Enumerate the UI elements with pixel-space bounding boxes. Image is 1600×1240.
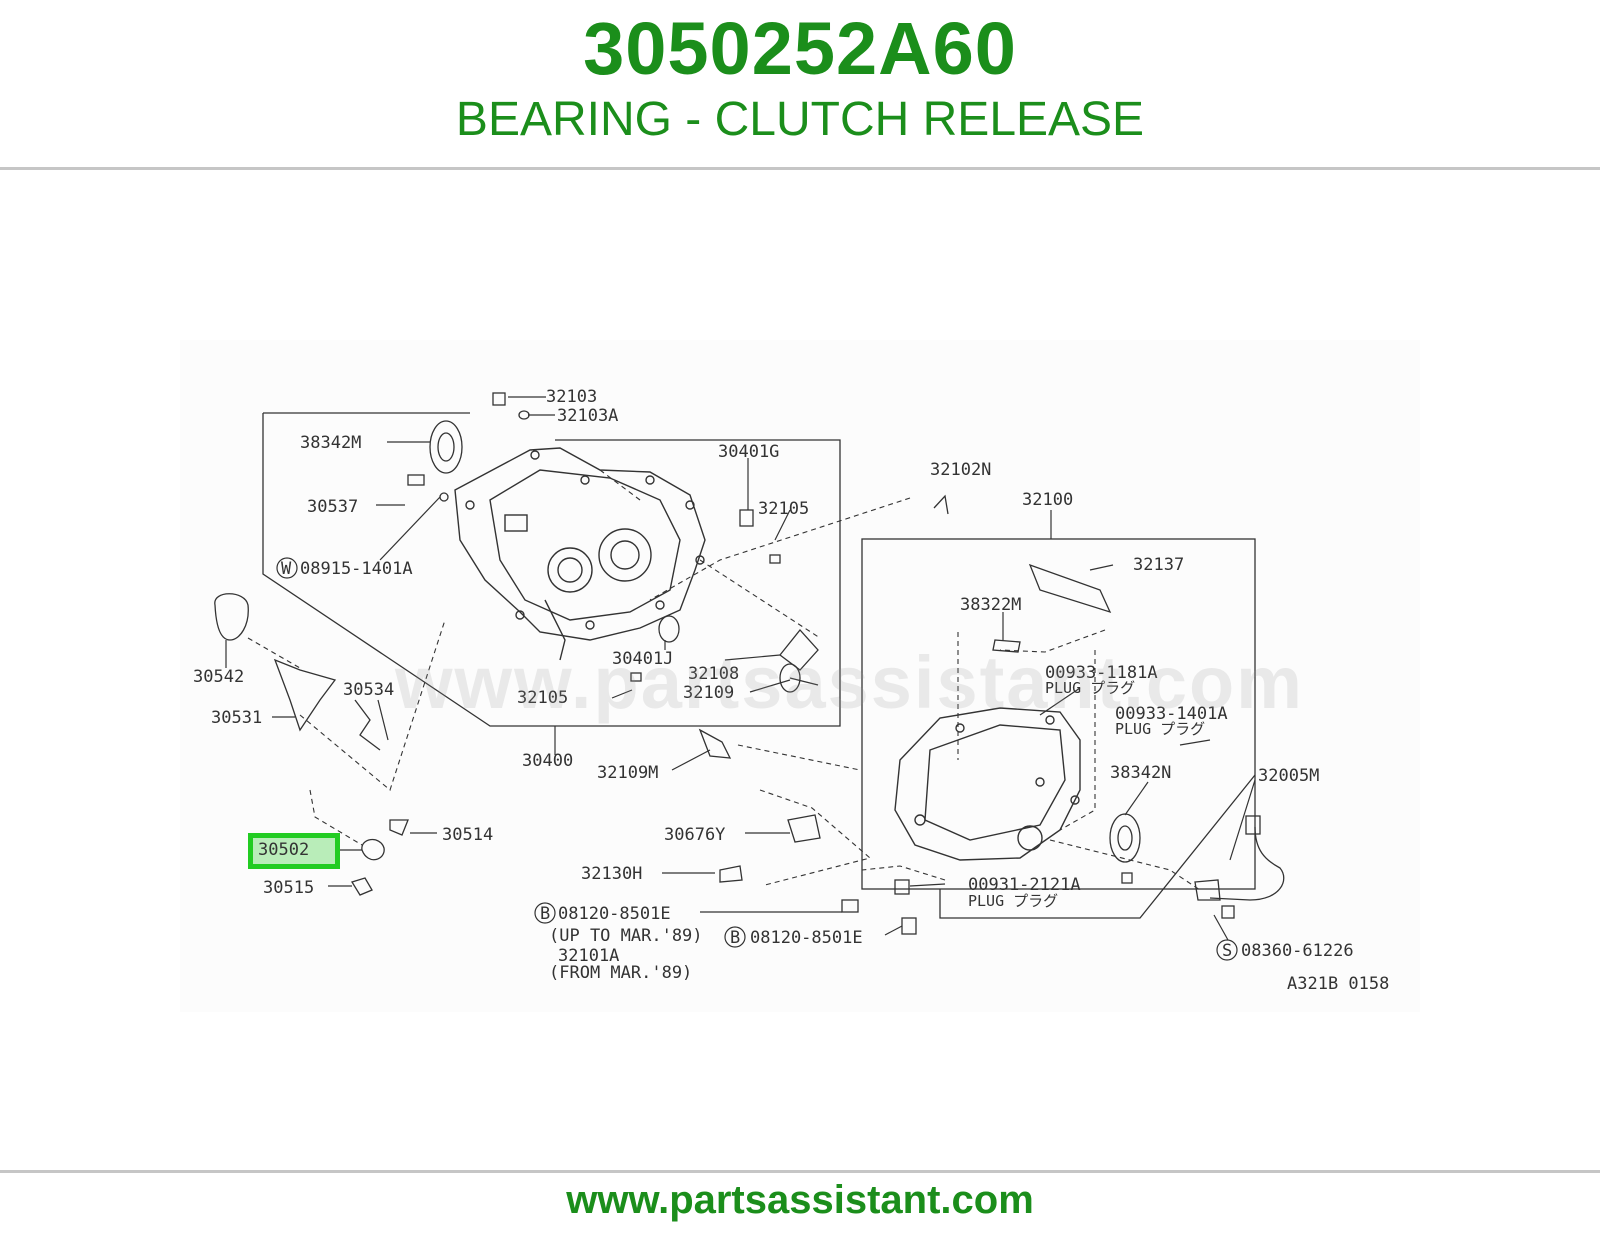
callout-30676y: 30676Y [664, 825, 725, 845]
callout-30531: 30531 [211, 708, 262, 728]
note-up-to-mar-89: (UP TO MAR.'89) [549, 926, 703, 946]
callout-00931-2121a: 00931-2121A [968, 875, 1081, 895]
callout-32103a: 32103A [557, 406, 618, 426]
watermark: www.partsassistant.com [395, 641, 1304, 724]
callout-30401g: 30401G [718, 442, 779, 462]
callout-30542: 30542 [193, 667, 244, 687]
callout-32109m: 32109M [597, 763, 658, 783]
washer-symbol-circle [276, 557, 298, 579]
plug-note-2: PLUG プラグ [1115, 720, 1205, 738]
callout-08120-8501e-b: 08120-8501E [750, 928, 863, 948]
frame-left-group [262, 413, 841, 727]
washer-symbol: W [281, 559, 292, 579]
callout-32109: 32109 [683, 683, 734, 703]
part-number: 3050252A60 [583, 7, 1017, 90]
part-name: BEARING - CLUTCH RELEASE [455, 93, 1145, 146]
frame-right-group [861, 538, 1256, 890]
callout-32105-lower: 32105 [517, 688, 568, 708]
assembly-dashed-lines [247, 469, 1201, 891]
callout-30537: 30537 [307, 497, 358, 517]
callout-08915-1401a: 08915-1401A [300, 559, 413, 579]
callout-38322m: 38322M [960, 595, 1021, 615]
rear-extension-housing [894, 707, 1081, 861]
footer-url[interactable]: www.partsassistant.com [566, 1178, 1034, 1222]
callout-32105-upper: 32105 [758, 499, 809, 519]
header: 3050252A60 BEARING - CLUTCH RELEASE [0, 0, 1600, 170]
callout-32108: 32108 [688, 664, 739, 684]
callout-30514: 30514 [442, 825, 493, 845]
callout-32130h: 32130H [581, 864, 642, 884]
bolt-symbol: B [540, 904, 550, 924]
bottom-divider [0, 1170, 1600, 1173]
bolt-symbol-circle [534, 902, 556, 924]
small-parts [214, 392, 1285, 935]
callout-30534: 30534 [343, 680, 394, 700]
bolt-symbol-circle [724, 926, 746, 948]
callout-38342n: 38342N [1110, 763, 1171, 783]
callout-32137: 32137 [1133, 555, 1184, 575]
callout-32101a: 32101A [558, 946, 619, 966]
highlighted-part-label: 30502 [258, 840, 310, 860]
callout-08360-61226: 08360-61226 [1241, 941, 1354, 961]
reference-code: A321B 0158 [1287, 974, 1389, 994]
top-divider [0, 167, 1600, 170]
callout-32100: 32100 [1022, 490, 1073, 510]
bolt-symbol: B [730, 928, 740, 948]
note-from-mar-89: (FROM MAR.'89) [549, 963, 692, 983]
callout-30400: 30400 [522, 751, 573, 771]
screw-symbol: S [1222, 941, 1232, 961]
callout-00933-1181a: 00933-1181A [1045, 663, 1158, 683]
callout-30515: 30515 [263, 878, 314, 898]
callout-32102n: 32102N [930, 460, 991, 480]
callout-38342m: 38342M [300, 433, 361, 453]
callout-32103: 32103 [546, 387, 597, 407]
callout-32005m: 32005M [1258, 766, 1319, 786]
screw-symbol-circle [1216, 939, 1238, 961]
callout-00933-1401a: 00933-1401A [1115, 704, 1228, 724]
leader-lines [225, 396, 1256, 941]
callout-08120-8501e-a: 08120-8501E [558, 904, 671, 924]
plug-note-3: PLUG プラグ [968, 892, 1058, 910]
highlighted-part-box[interactable] [248, 833, 340, 869]
transmission-case [454, 447, 706, 661]
plug-note-1: PLUG プラグ [1045, 679, 1135, 697]
frame-line [939, 774, 1256, 919]
callout-30401j: 30401J [612, 649, 673, 669]
